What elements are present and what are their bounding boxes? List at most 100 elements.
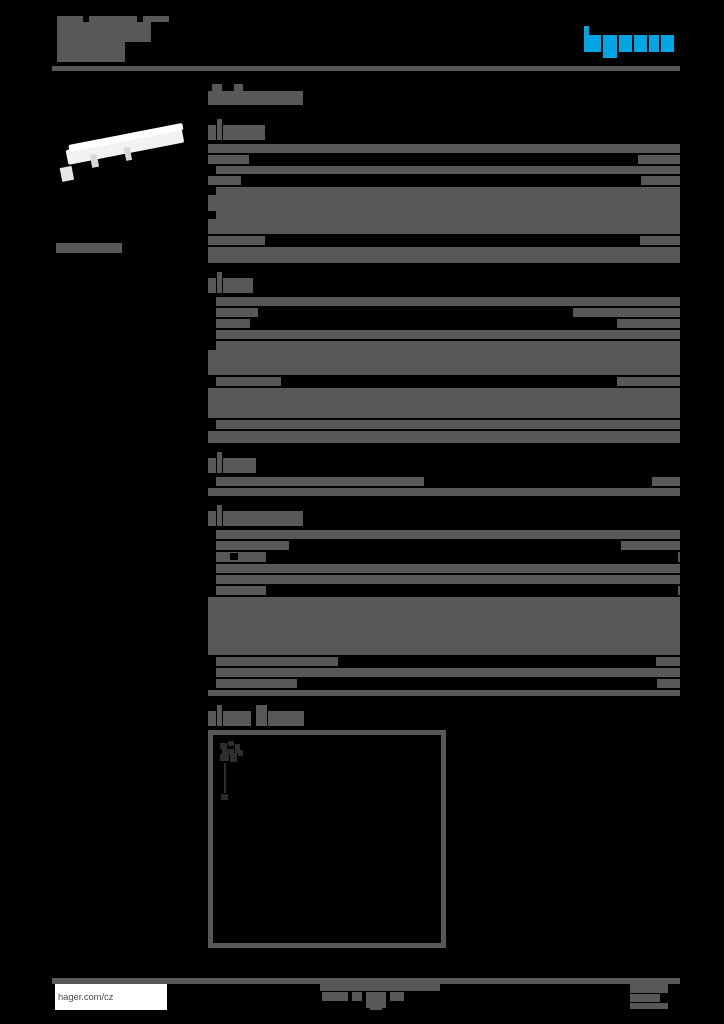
section-heading-redaction [217,705,222,726]
logo-glyph [603,35,617,58]
product-end-cap [59,165,75,182]
spec-row [208,431,680,443]
footer-url-text: hager.com/cz [58,991,114,1003]
icon-part [235,744,240,753]
section-heading-redaction [217,505,222,526]
diagram-area [208,730,680,958]
row-gap [250,319,617,328]
row-gap [208,187,216,195]
section-heading [208,272,680,293]
row-gap [208,477,216,486]
spec-row [208,679,680,688]
diagram-terminal-marker [221,794,228,800]
footer-page-number [630,984,680,1009]
title-text-redaction [57,42,125,62]
title-text-redaction [57,22,151,42]
spec-row [208,657,680,666]
spec-row [208,586,680,595]
row-gap [249,155,638,164]
icon-part [220,754,229,761]
spec-row [208,420,680,429]
row-gap [208,541,216,550]
logo-glyph [584,26,589,30]
spec-row [208,236,680,245]
section-heading-redaction [223,511,303,526]
page-header [0,0,724,80]
footer-divider [52,978,680,984]
spec-row [208,477,680,486]
page-footer: hager.com/cz [0,978,724,1020]
row-gap [208,330,216,339]
spec-row [208,597,680,655]
section-heading-redaction [208,511,216,526]
section-heading-redaction [223,278,253,293]
page-title [208,84,680,105]
logo-glyph [649,35,659,52]
row-gap [289,541,621,550]
row-gap [230,553,238,560]
row-gap [208,341,216,350]
spec-row [208,388,680,418]
footer-center-redaction [370,1002,382,1010]
section-heading-redaction [217,119,222,140]
section-heading-redaction [223,125,265,140]
footer-url[interactable]: hager.com/cz [55,984,167,1010]
spec-row [208,247,680,263]
section-heading-redaction [223,711,251,726]
spec-row [208,488,680,496]
product-photo [53,122,201,190]
spec-row [208,564,680,573]
row-gap [265,236,640,245]
row-gap [208,211,216,219]
spec-row [208,690,680,696]
row-gap [208,166,216,174]
row-gap [208,420,216,429]
section-1 [208,119,680,263]
section-2 [208,272,680,443]
row-gap [338,657,656,666]
spec-row [208,377,680,386]
page-title-redaction [212,84,222,91]
icon-part [222,749,234,754]
spec-row [208,297,680,306]
spec-row [208,155,680,164]
footer-right-redaction [630,984,668,993]
spec-row [208,668,680,677]
section-heading-redaction [208,125,216,140]
row-gap [208,668,216,677]
footer-right-redaction [630,1003,668,1009]
row-gap [424,477,652,486]
title-text-redaction [89,16,137,22]
row-gap [241,176,641,185]
title-text-redaction [57,16,83,22]
row-gap [266,552,678,562]
icon-part [220,743,227,749]
section-5 [208,705,680,958]
section-heading-redaction [217,452,222,473]
row-gap [208,552,216,562]
section-4 [208,505,680,696]
section-heading-redaction [223,458,256,473]
spec-row [208,341,680,375]
footer-center-redaction [322,992,348,1001]
icon-part [238,750,243,756]
section-heading-redaction [208,711,216,726]
row-gap [266,586,678,595]
spec-row [208,541,680,550]
row-gap [208,377,216,386]
row-gap [297,679,657,688]
spec-row [208,552,680,562]
section-heading-redaction [256,705,267,726]
section-heading [208,119,680,140]
content-column [208,84,680,967]
footer-center-redaction [390,992,404,1001]
terminal-symbol-icon [220,741,244,763]
spec-row [208,187,680,234]
section-heading [208,452,680,473]
row-gap [208,319,216,328]
logo-glyph [619,35,632,52]
section-heading-redaction [217,272,222,293]
spec-row [208,319,680,328]
product-caption [56,243,122,253]
